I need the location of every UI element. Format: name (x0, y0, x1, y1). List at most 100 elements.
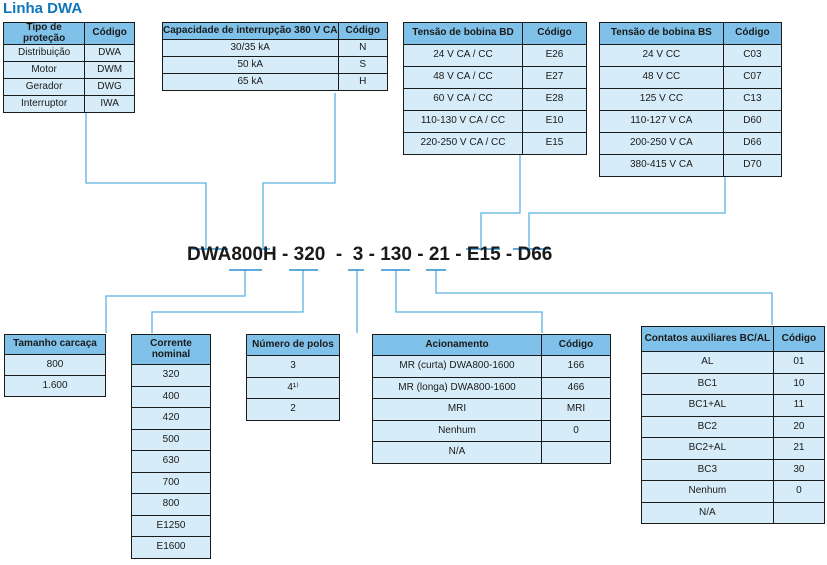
table-cell: BC2 (641, 415, 774, 438)
table-cell: 20 (772, 415, 826, 438)
table-cell: 11 (772, 394, 826, 417)
table-cell: D66 (722, 132, 783, 155)
table-cell: E27 (521, 66, 588, 89)
table-cell: BC1+AL (641, 394, 774, 417)
table-row: N/A (641, 501, 826, 524)
table-cell: 800 (4, 354, 106, 376)
column-header: Contatos auxiliares BC/AL (641, 326, 774, 352)
table-cell: MR (longa) DWA800-1600 (372, 376, 542, 399)
table-cell: E28 (521, 88, 588, 111)
column-header: Código (521, 22, 588, 45)
table-cell: DWA (84, 44, 135, 62)
table-cell: Nenhum (372, 419, 542, 442)
table-cell (540, 441, 612, 464)
table-cell: 60 V CA / CC (403, 88, 523, 111)
table-cell: Gerador (2, 78, 86, 96)
column-header: Tensão de bobina BD (403, 22, 523, 45)
page-title: Linha DWA (3, 0, 83, 17)
table-row: 800 (4, 354, 106, 376)
table-cell: 800 (131, 493, 211, 516)
table-cell: S (337, 56, 388, 74)
table-cell: 700 (131, 471, 211, 494)
column-header: Número de polos (246, 334, 340, 356)
column-header: Tamanho carcaça (4, 334, 106, 355)
table-cell: 1.600 (4, 375, 106, 397)
table-cell: Motor (2, 61, 86, 79)
table-row: 4¹⁾ (246, 376, 340, 399)
table-cell: 500 (131, 428, 211, 451)
table-cell: 200-250 V CA (599, 132, 724, 155)
table-cell: 630 (131, 450, 211, 473)
table-row: 700 (131, 471, 211, 494)
table-row: 630 (131, 450, 211, 473)
table-cell: 2 (246, 398, 340, 421)
table-cell: BC1 (641, 372, 774, 395)
table-cell: 220-250 V CA / CC (403, 132, 523, 155)
table-cell: MRI (540, 398, 612, 421)
table-cell: D60 (722, 110, 783, 133)
table-cell: N/A (372, 441, 542, 464)
table-cell: 01 (772, 351, 826, 374)
table-cell: 110-127 V CA (599, 110, 724, 133)
table-row: N/A (372, 441, 612, 464)
table-cell: 24 V CA / CC (403, 44, 523, 67)
table-cell: 10 (772, 372, 826, 395)
table-cell: 3 (246, 355, 340, 378)
table-cell: E26 (521, 44, 588, 67)
table-row: 400 (131, 385, 211, 408)
table-cell: 24 V CC (599, 44, 724, 67)
table-row: 3 (246, 355, 340, 378)
table-cell: 466 (540, 376, 612, 399)
table-row: 800 (131, 493, 211, 516)
table-cell: 420 (131, 407, 211, 430)
table-cell: E10 (521, 110, 588, 133)
table-row: 500 (131, 428, 211, 451)
table-cell: H (337, 73, 388, 91)
column-header: Código (722, 22, 783, 45)
table-cell: 125 V CC (599, 88, 724, 111)
table-row: 420 (131, 407, 211, 430)
table-cell: 65 kA (162, 73, 339, 91)
table-cell (772, 501, 826, 524)
table-cell: N/A (641, 501, 774, 524)
table-cell: D70 (722, 154, 783, 177)
table-cell: DWM (84, 61, 135, 79)
table-cell: 400 (131, 385, 211, 408)
table-cell: 0 (772, 480, 826, 503)
table-row: E1600 (131, 536, 211, 559)
table-cell: AL (641, 351, 774, 374)
table-cell: C07 (722, 66, 783, 89)
table-cell: E1250 (131, 514, 211, 537)
column-header: Código (540, 334, 612, 356)
table-cell: C03 (722, 44, 783, 67)
table-cell: 380-415 V CA (599, 154, 724, 177)
table-row: 320 (131, 364, 211, 387)
table-cell: 48 V CA / CC (403, 66, 523, 89)
column-header: Código (772, 326, 826, 352)
product-code: DWA800H - 320 - 3 - 130 - 21 - E15 - D66 (187, 244, 553, 265)
